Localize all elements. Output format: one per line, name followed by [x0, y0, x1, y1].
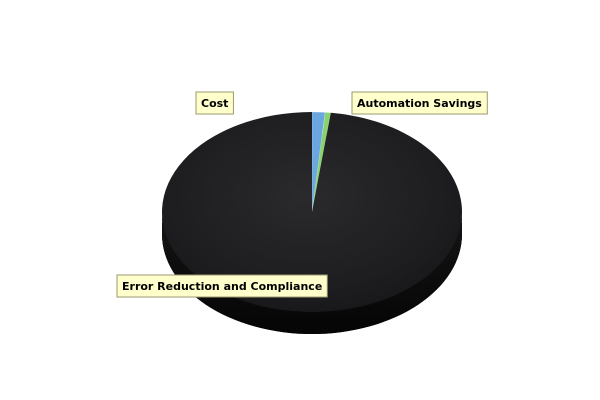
- pie-slice-error-reduction-and-compliance: [162, 112, 463, 312]
- slice-label-text: Automation Savings: [357, 97, 482, 110]
- slice-label-text: Error Reduction and Compliance: [122, 280, 322, 293]
- pie-slice-cost: [311, 112, 332, 213]
- pie-top: [162, 111, 463, 312]
- slice-label-text: Cost: [201, 97, 228, 110]
- pie-side: [162, 212, 462, 334]
- slice-label-box: [116, 274, 328, 298]
- pie-slice-automation-savings: [311, 111, 326, 213]
- slice-label-box: [351, 91, 488, 115]
- slice-label-box: [195, 91, 234, 115]
